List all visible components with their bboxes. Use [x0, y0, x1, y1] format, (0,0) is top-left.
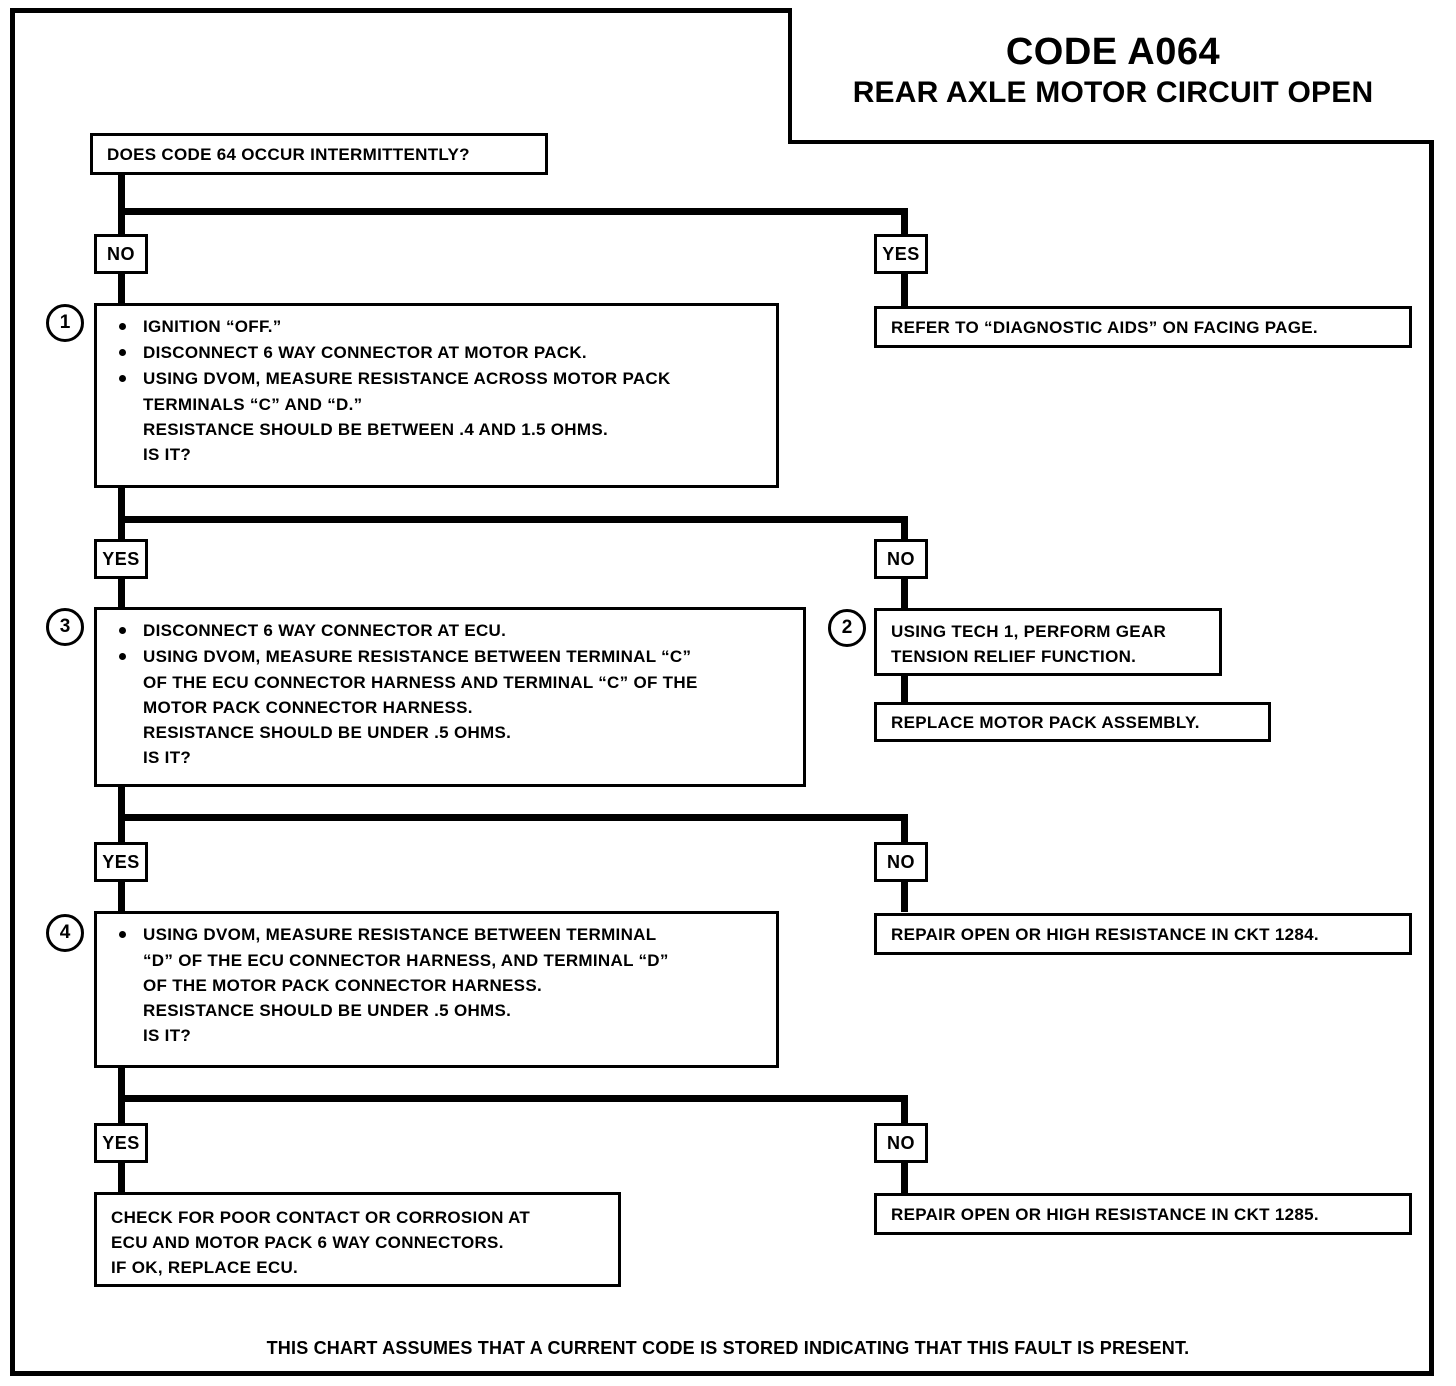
step-4-bullets: USING DVOM, MEASURE RESISTANCE BETWEEN T… [109, 922, 764, 947]
code-title: CODE A064 [1005, 31, 1221, 73]
step-4-cont-line: IS IT? [143, 1026, 192, 1045]
result-check-contact-box: CHECK FOR POOR CONTACT OR CORROSION AT E… [94, 1192, 621, 1287]
connector-vline [901, 814, 908, 844]
list-item: USING DVOM, MEASURE RESISTANCE ACROSS MO… [109, 366, 764, 391]
question-text: DOES CODE 64 OCCUR INTERMITTENTLY? [107, 144, 470, 164]
footer-note: THIS CHART ASSUMES THAT A CURRENT CODE I… [266, 1338, 1190, 1358]
step-1-cont-line: IS IT? [143, 445, 192, 464]
question-box: DOES CODE 64 OCCUR INTERMITTENTLY? [90, 133, 548, 175]
connector-vline [901, 208, 908, 240]
title-block: CODE A064 REAR AXLE MOTOR CIRCUIT OPEN [788, 8, 1434, 144]
step-4-cont-line: OF THE MOTOR PACK CONNECTOR HARNESS. [143, 976, 542, 995]
list-item: DISCONNECT 6 WAY CONNECTOR AT ECU. [109, 618, 791, 643]
connector-vline [118, 814, 125, 844]
result-check-contact-line: IF OK, REPLACE ECU. [111, 1258, 299, 1277]
result-repair-ckt-1284-text: REPAIR OPEN OR HIGH RESISTANCE IN CKT 12… [891, 924, 1319, 944]
step-number-2: 2 [828, 609, 866, 647]
result-repair-ckt-1285-box: REPAIR OPEN OR HIGH RESISTANCE IN CKT 12… [874, 1193, 1412, 1235]
branch-label-no-3: NO [874, 842, 928, 882]
result-repair-ckt-1285-text: REPAIR OPEN OR HIGH RESISTANCE IN CKT 12… [891, 1204, 1319, 1224]
connector-vline [901, 880, 908, 912]
step-2-content: USING TECH 1, PERFORM GEAR TENSION RELIE… [877, 611, 1219, 677]
connector-vline [901, 1161, 908, 1193]
step-4-cont-line: “D” OF THE ECU CONNECTOR HARNESS, AND TE… [143, 951, 669, 970]
connector-vline [118, 880, 125, 912]
result-check-contact-line: ECU AND MOTOR PACK 6 WAY CONNECTORS. [111, 1233, 504, 1252]
step-number-4: 4 [46, 914, 84, 952]
page-border [10, 8, 1434, 1376]
connector-vline [118, 516, 125, 546]
connector-hline [118, 208, 908, 215]
step-4-content: USING DVOM, MEASURE RESISTANCE BETWEEN T… [97, 914, 776, 1056]
branch-label-yes-4: YES [94, 1123, 148, 1163]
connector-vline [118, 1068, 125, 1102]
step-3-bullets: DISCONNECT 6 WAY CONNECTOR AT ECU. USING… [109, 618, 791, 669]
connector-vline [901, 1095, 908, 1125]
result-check-contact-line: CHECK FOR POOR CONTACT OR CORROSION AT [111, 1208, 531, 1227]
list-item: USING DVOM, MEASURE RESISTANCE BETWEEN T… [109, 922, 764, 947]
connector-vline [118, 1161, 125, 1193]
result-replace-motor-pack-text: REPLACE MOTOR PACK ASSEMBLY. [891, 712, 1200, 732]
step-1-cont-line: RESISTANCE SHOULD BE BETWEEN .4 AND 1.5 … [143, 420, 608, 439]
code-subtitle: REAR AXLE MOTOR CIRCUIT OPEN [852, 76, 1374, 109]
branch-label-no-1: NO [94, 234, 148, 274]
result-repair-ckt-1284-box: REPAIR OPEN OR HIGH RESISTANCE IN CKT 12… [874, 913, 1412, 955]
connector-vline [118, 272, 125, 306]
connector-hline [118, 516, 908, 523]
result-replace-motor-pack-box: REPLACE MOTOR PACK ASSEMBLY. [874, 702, 1271, 742]
step-2-line: TENSION RELIEF FUNCTION. [891, 647, 1137, 666]
step-4-box: USING DVOM, MEASURE RESISTANCE BETWEEN T… [94, 911, 779, 1068]
connector-vline [118, 787, 125, 821]
connector-vline [118, 488, 125, 523]
step-1-content: IGNITION “OFF.” DISCONNECT 6 WAY CONNECT… [97, 306, 776, 475]
connector-vline [118, 208, 125, 240]
step-2-line: USING TECH 1, PERFORM GEAR [891, 622, 1167, 641]
connector-vline [901, 272, 908, 306]
connector-hline [118, 814, 908, 821]
connector-vline [118, 1095, 125, 1125]
result-check-contact-content: CHECK FOR POOR CONTACT OR CORROSION AT E… [97, 1195, 618, 1288]
connector-hline [118, 1095, 908, 1102]
step-number-3: 3 [46, 608, 84, 646]
step-1-bullets: IGNITION “OFF.” DISCONNECT 6 WAY CONNECT… [109, 314, 764, 391]
connector-vline [901, 577, 908, 609]
step-number-1: 1 [46, 304, 84, 342]
branch-label-yes-2: YES [94, 539, 148, 579]
step-3-content: DISCONNECT 6 WAY CONNECTOR AT ECU. USING… [97, 610, 803, 778]
step-1-cont-line: TERMINALS “C” AND “D.” [143, 395, 363, 414]
step-4-cont-line: RESISTANCE SHOULD BE UNDER .5 OHMS. [143, 1001, 512, 1020]
step-3-cont-line: OF THE ECU CONNECTOR HARNESS AND TERMINA… [143, 673, 698, 692]
result-diagnostic-aids-text: REFER TO “DIAGNOSTIC AIDS” ON FACING PAG… [891, 317, 1318, 337]
branch-label-no-2: NO [874, 539, 928, 579]
connector-vline [118, 577, 125, 609]
branch-label-yes-3: YES [94, 842, 148, 882]
step-3-cont-line: RESISTANCE SHOULD BE UNDER .5 OHMS. [143, 723, 512, 742]
connector-vline [901, 676, 908, 704]
step-2-box: USING TECH 1, PERFORM GEAR TENSION RELIE… [874, 608, 1222, 676]
list-item: USING DVOM, MEASURE RESISTANCE BETWEEN T… [109, 644, 791, 669]
result-diagnostic-aids-box: REFER TO “DIAGNOSTIC AIDS” ON FACING PAG… [874, 306, 1412, 348]
step-3-cont-line: MOTOR PACK CONNECTOR HARNESS. [143, 698, 473, 717]
branch-label-yes-1: YES [874, 234, 928, 274]
branch-label-no-4: NO [874, 1123, 928, 1163]
connector-vline [901, 516, 908, 546]
connector-vline [118, 175, 125, 215]
step-3-box: DISCONNECT 6 WAY CONNECTOR AT ECU. USING… [94, 607, 806, 787]
step-1-box: IGNITION “OFF.” DISCONNECT 6 WAY CONNECT… [94, 303, 779, 488]
list-item: IGNITION “OFF.” [109, 314, 764, 339]
list-item: DISCONNECT 6 WAY CONNECTOR AT MOTOR PACK… [109, 340, 764, 365]
step-3-cont-line: IS IT? [143, 748, 192, 767]
